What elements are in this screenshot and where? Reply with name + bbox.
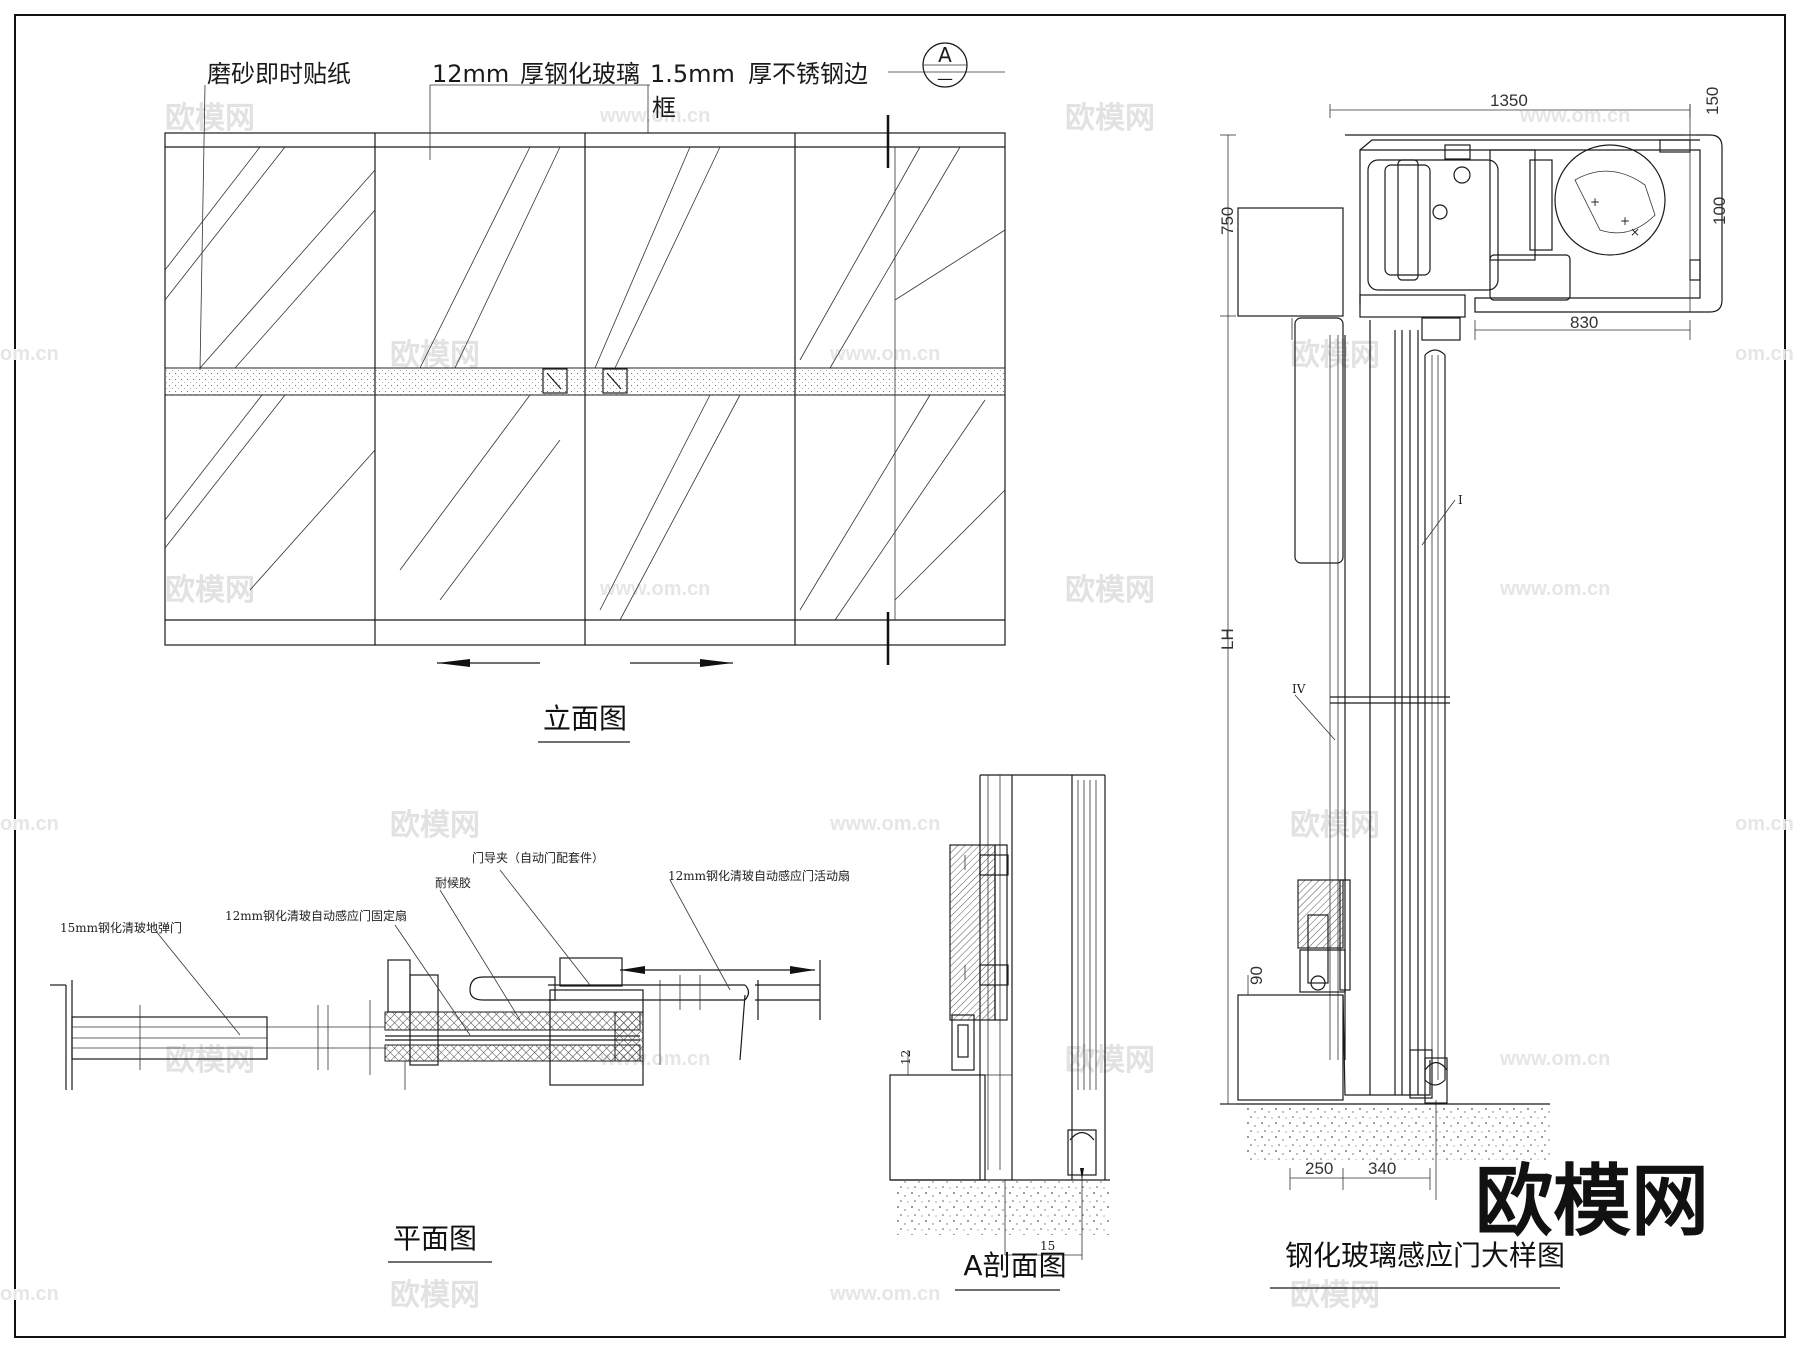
watermark: 欧模网	[1065, 1043, 1155, 1078]
dim-15: 15	[1040, 1239, 1055, 1253]
watermark-url: www.om.cn	[1519, 105, 1630, 127]
brand-logo: 欧模网	[1475, 1157, 1709, 1247]
watermark-url: om.cn	[0, 343, 59, 365]
watermark: 欧模网	[1290, 1278, 1380, 1313]
svg-text:×: ×	[1630, 225, 1640, 239]
watermark: 欧模网	[1065, 101, 1155, 136]
label-moving-leaf: 12mm钢化清玻自动感应门活动扇	[668, 868, 850, 883]
watermark-url: www.om.cn	[829, 1283, 940, 1305]
dim-750: 750	[1218, 207, 1237, 235]
svg-text:+: +	[1590, 195, 1600, 209]
watermark-url: www.om.cn	[829, 813, 940, 835]
svg-text:+: +	[1620, 214, 1630, 228]
detail-view: + + ×	[1218, 87, 1729, 1289]
label-frosted-film: 磨砂即时贴纸	[207, 60, 351, 88]
label-steel-frame-2: 框	[652, 94, 676, 122]
dim-LH: LH	[1218, 628, 1237, 650]
dim-100: 100	[1710, 197, 1729, 225]
dim-830: 830	[1570, 313, 1598, 332]
mark-I: I	[1458, 493, 1463, 507]
dim-150: 150	[1703, 87, 1722, 115]
watermark-url: om.cn	[0, 813, 59, 835]
dim-340: 340	[1368, 1159, 1396, 1178]
watermark: 欧模网	[165, 101, 255, 136]
label-steel-num: 1.5mm	[650, 60, 735, 88]
drawing-border	[14, 14, 1786, 1338]
watermark-url: www.om.cn	[599, 105, 710, 127]
watermark-url: www.om.cn	[599, 578, 710, 600]
watermark-url: www.om.cn	[1499, 1048, 1610, 1070]
watermark: 欧模网	[1290, 338, 1380, 373]
label-door-guide: 门导夹（自动门配套件）	[472, 850, 604, 865]
label-floor-spring-door: 15mm钢化清玻地弹门	[60, 920, 182, 935]
title-detail: 钢化玻璃感应门大样图	[1285, 1239, 1565, 1272]
title-plan: 平面图	[393, 1222, 477, 1255]
watermark-url: om.cn	[0, 1283, 59, 1305]
label-fixed-leaf: 12mm钢化清玻自动感应门固定扇	[225, 908, 407, 923]
watermark: 欧模网	[165, 573, 255, 608]
watermark-url: om.cn	[1735, 813, 1794, 835]
label-glass-12mm-num: 12mm	[432, 60, 509, 88]
label-sealant: 耐候胶	[435, 875, 471, 890]
dim-250: 250	[1305, 1159, 1333, 1178]
mark-IV: IV	[1292, 682, 1306, 696]
title-section-a: A剖面图	[963, 1249, 1066, 1282]
section-mark-line: —	[937, 69, 953, 88]
elevation-view: A — 磨砂即时贴纸 12mm 厚钢化玻璃 1.5mm 厚不锈钢边 框 立面图	[164, 42, 1006, 743]
section-a-view: 12 15 A剖面图	[889, 774, 1110, 1291]
watermark-url: www.om.cn	[829, 343, 940, 365]
watermark-url: om.cn	[1735, 343, 1794, 365]
watermark-url: www.om.cn	[1499, 578, 1610, 600]
title-elevation: 立面图	[543, 702, 627, 735]
label-glass-12mm: 厚钢化玻璃	[520, 60, 640, 88]
plan-view: 15mm钢化清玻地弹门 12mm钢化清玻自动感应门固定扇 耐候胶 门导夹（自动门…	[50, 850, 850, 1263]
watermark: 欧模网	[390, 1278, 480, 1313]
watermark: 欧模网	[390, 808, 480, 843]
watermark: 欧模网	[1290, 808, 1380, 843]
label-steel-frame: 厚不锈钢边	[748, 60, 868, 88]
watermark: 欧模网	[165, 1043, 255, 1078]
section-mark-letter: A	[938, 43, 952, 67]
dim-12: 12	[899, 1050, 913, 1065]
watermark-layer: 欧模网 欧模网 www.om.cn www.om.cn om.cn 欧模网 ww…	[0, 101, 1794, 1313]
watermark: 欧模网	[1065, 573, 1155, 608]
dim-90: 90	[1247, 966, 1266, 985]
watermark: 欧模网	[390, 338, 480, 373]
dim-1350: 1350	[1490, 91, 1528, 110]
